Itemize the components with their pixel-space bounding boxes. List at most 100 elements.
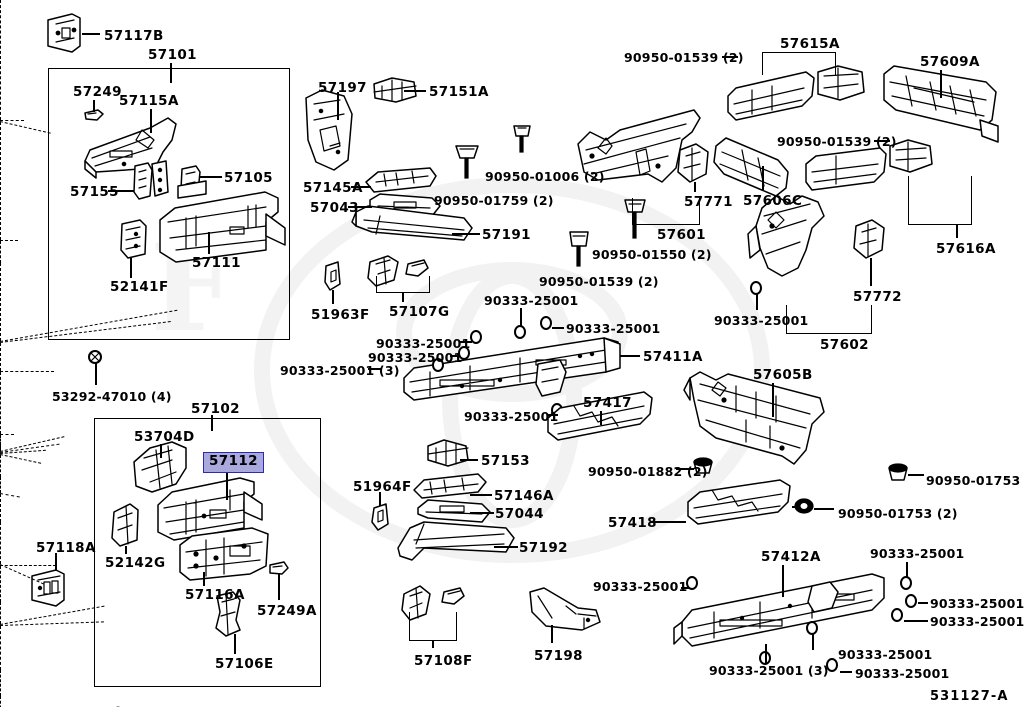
part-label-90333-25001[interactable]: 90333-25001 — [593, 579, 688, 594]
part-label-57153[interactable]: 57153 — [481, 453, 530, 469]
part-label-90333-25001[interactable]: 90333-25001 — [484, 293, 579, 308]
leader-b90333-f2 — [765, 644, 767, 664]
leader-57616A — [956, 224, 958, 238]
leader-90333-d — [450, 355, 460, 357]
part-label-57044[interactable]: 57044 — [495, 506, 544, 522]
part-label-90950-01753-2[interactable]: 90950-01753 (2) — [926, 473, 1024, 488]
part-label-57249a[interactable]: 57249A — [257, 603, 317, 619]
part-label-90333-25001-3[interactable]: 90333-25001 (3) — [709, 663, 829, 678]
dashed-01753b — [0, 566, 1, 602]
part-label-57146a[interactable]: 57146A — [494, 488, 554, 504]
part-label-53292-47010-4[interactable]: 53292-47010 (4) — [52, 389, 172, 404]
leader-01753b — [814, 508, 834, 510]
leader-57111 — [208, 232, 210, 254]
part-label-52142g[interactable]: 52142G — [105, 555, 166, 571]
part-label-57101[interactable]: 57101 — [148, 47, 197, 63]
part-label-90950-01550-2[interactable]: 90950-01550 (2) — [592, 247, 712, 262]
dashed-57197 — [0, 241, 1, 263]
leader-57249 — [93, 100, 95, 112]
part-label-90950-01539-2[interactable]: 90950-01539 (2) — [624, 50, 744, 65]
bracket-57616A — [908, 176, 972, 225]
part-label-57197[interactable]: 57197 — [318, 80, 367, 96]
part-53292-47010-art — [88, 350, 102, 364]
part-label-57151a[interactable]: 57151A — [429, 84, 489, 100]
leader-b90333-a — [906, 562, 908, 578]
leader-57417 — [600, 411, 602, 425]
part-label-57609a[interactable]: 57609A — [920, 54, 980, 70]
part-label-57118a[interactable]: 57118A — [36, 540, 96, 556]
part-label-531127-a[interactable]: 531127-A — [930, 689, 1009, 704]
part-label-57145a[interactable]: 57145A — [303, 180, 363, 196]
part-label-57108f[interactable]: 57108F — [414, 653, 473, 669]
part-label-57102[interactable]: 57102 — [191, 401, 240, 417]
part-label-52141f[interactable]: 52141F — [110, 279, 169, 295]
part-label-90950-01539-2[interactable]: 90950-01539 (2) — [777, 134, 897, 149]
part-label-57105[interactable]: 57105 — [224, 170, 273, 186]
part-label-57606c[interactable]: 57606C — [743, 193, 803, 209]
part-label-51963f[interactable]: 51963F — [311, 307, 370, 323]
part-label-90333-25001[interactable]: 90333-25001 — [566, 321, 661, 336]
part-label-90333-25001[interactable]: 90333-25001 — [870, 546, 965, 561]
part-label-90333-25001[interactable]: 90333-25001 — [855, 666, 950, 681]
part-label-57106e[interactable]: 57106E — [215, 656, 274, 672]
part-label-57616a[interactable]: 57616A — [936, 241, 996, 257]
dashed-01753a — [0, 564, 45, 585]
part-label-90950-01759-2[interactable]: 90950-01759 (2) — [434, 193, 554, 208]
leader-57249A — [278, 574, 280, 600]
part-label-57411a[interactable]: 57411A — [643, 349, 703, 365]
part-label-57602[interactable]: 57602 — [820, 337, 869, 353]
part-label-90333-25001[interactable]: 90333-25001 — [464, 409, 559, 424]
part-label-57412a[interactable]: 57412A — [761, 549, 821, 565]
fastener-90950-01539a-art — [569, 231, 589, 267]
part-label-57418[interactable]: 57418 — [608, 515, 657, 531]
part-label-57116a[interactable]: 57116A — [185, 587, 245, 603]
part-label-90333-25001-3[interactable]: 90333-25001 (3) — [280, 363, 400, 378]
part-label-90950-01753-2[interactable]: 90950-01753 (2) — [838, 506, 958, 521]
dashed-52141F-b — [0, 240, 18, 241]
leader-01882b — [676, 468, 694, 470]
part-label-57771[interactable]: 57771 — [684, 194, 733, 210]
leader-57411A — [620, 355, 640, 357]
part-label-57249[interactable]: 57249 — [73, 84, 122, 100]
part-label-57155[interactable]: 57155 — [70, 184, 119, 200]
part-label-57417[interactable]: 57417 — [583, 395, 632, 411]
dashed-01539-mid — [0, 696, 1, 707]
part-label-57107g[interactable]: 57107G — [389, 304, 450, 320]
part-label-57043[interactable]: 57043 — [310, 200, 359, 216]
leader-57117B — [82, 33, 100, 35]
part-57153-art — [427, 439, 469, 467]
part-label-90333-25001[interactable]: 90333-25001 — [714, 313, 809, 328]
part-57198-art — [529, 587, 601, 631]
part-label-90950-01006-2[interactable]: 90950-01006 (2) — [485, 169, 605, 184]
part-label-57112[interactable]: 57112 — [203, 452, 264, 473]
part-label-57111[interactable]: 57111 — [192, 255, 241, 271]
part-label-90333-25001[interactable]: 90333-25001 — [930, 614, 1024, 629]
part-label-57198[interactable]: 57198 — [534, 648, 583, 664]
part-label-90333-25001[interactable]: 90333-25001 — [368, 350, 463, 365]
part-label-57601[interactable]: 57601 — [657, 227, 706, 243]
bracket-57107G — [376, 276, 430, 293]
part-label-51964f[interactable]: 51964F — [353, 479, 412, 495]
part-label-57115a[interactable]: 57115A — [119, 93, 179, 109]
part-57044-art — [417, 499, 491, 523]
part-label-57192[interactable]: 57192 — [519, 540, 568, 556]
part-57118A-art — [31, 569, 65, 607]
part-label-90950-01882-2[interactable]: 90950-01882 (2) — [588, 464, 708, 479]
leader-90333-b — [552, 327, 564, 329]
leader-57609A — [940, 70, 942, 98]
part-label-57615a[interactable]: 57615A — [780, 36, 840, 52]
part-label-90333-25001[interactable]: 90333-25001 — [376, 336, 471, 351]
part-label-57772[interactable]: 57772 — [853, 289, 902, 305]
part-label-90333-25001[interactable]: 90333-25001 — [930, 596, 1024, 611]
part-57412A-art — [673, 573, 885, 647]
part-label-90333-25001[interactable]: 90333-25001 — [838, 647, 933, 662]
part-label-57605b[interactable]: 57605B — [753, 367, 813, 383]
part-label-90950-01539-2[interactable]: 90950-01539 (2) — [539, 274, 659, 289]
part-57418-art — [687, 479, 791, 525]
part-label-57117b[interactable]: 57117B — [104, 28, 164, 44]
part-57043-art — [369, 193, 441, 217]
part-label-53704d[interactable]: 53704D — [134, 429, 195, 445]
part-label-57191[interactable]: 57191 — [482, 227, 531, 243]
leader-90333-f — [548, 414, 558, 416]
